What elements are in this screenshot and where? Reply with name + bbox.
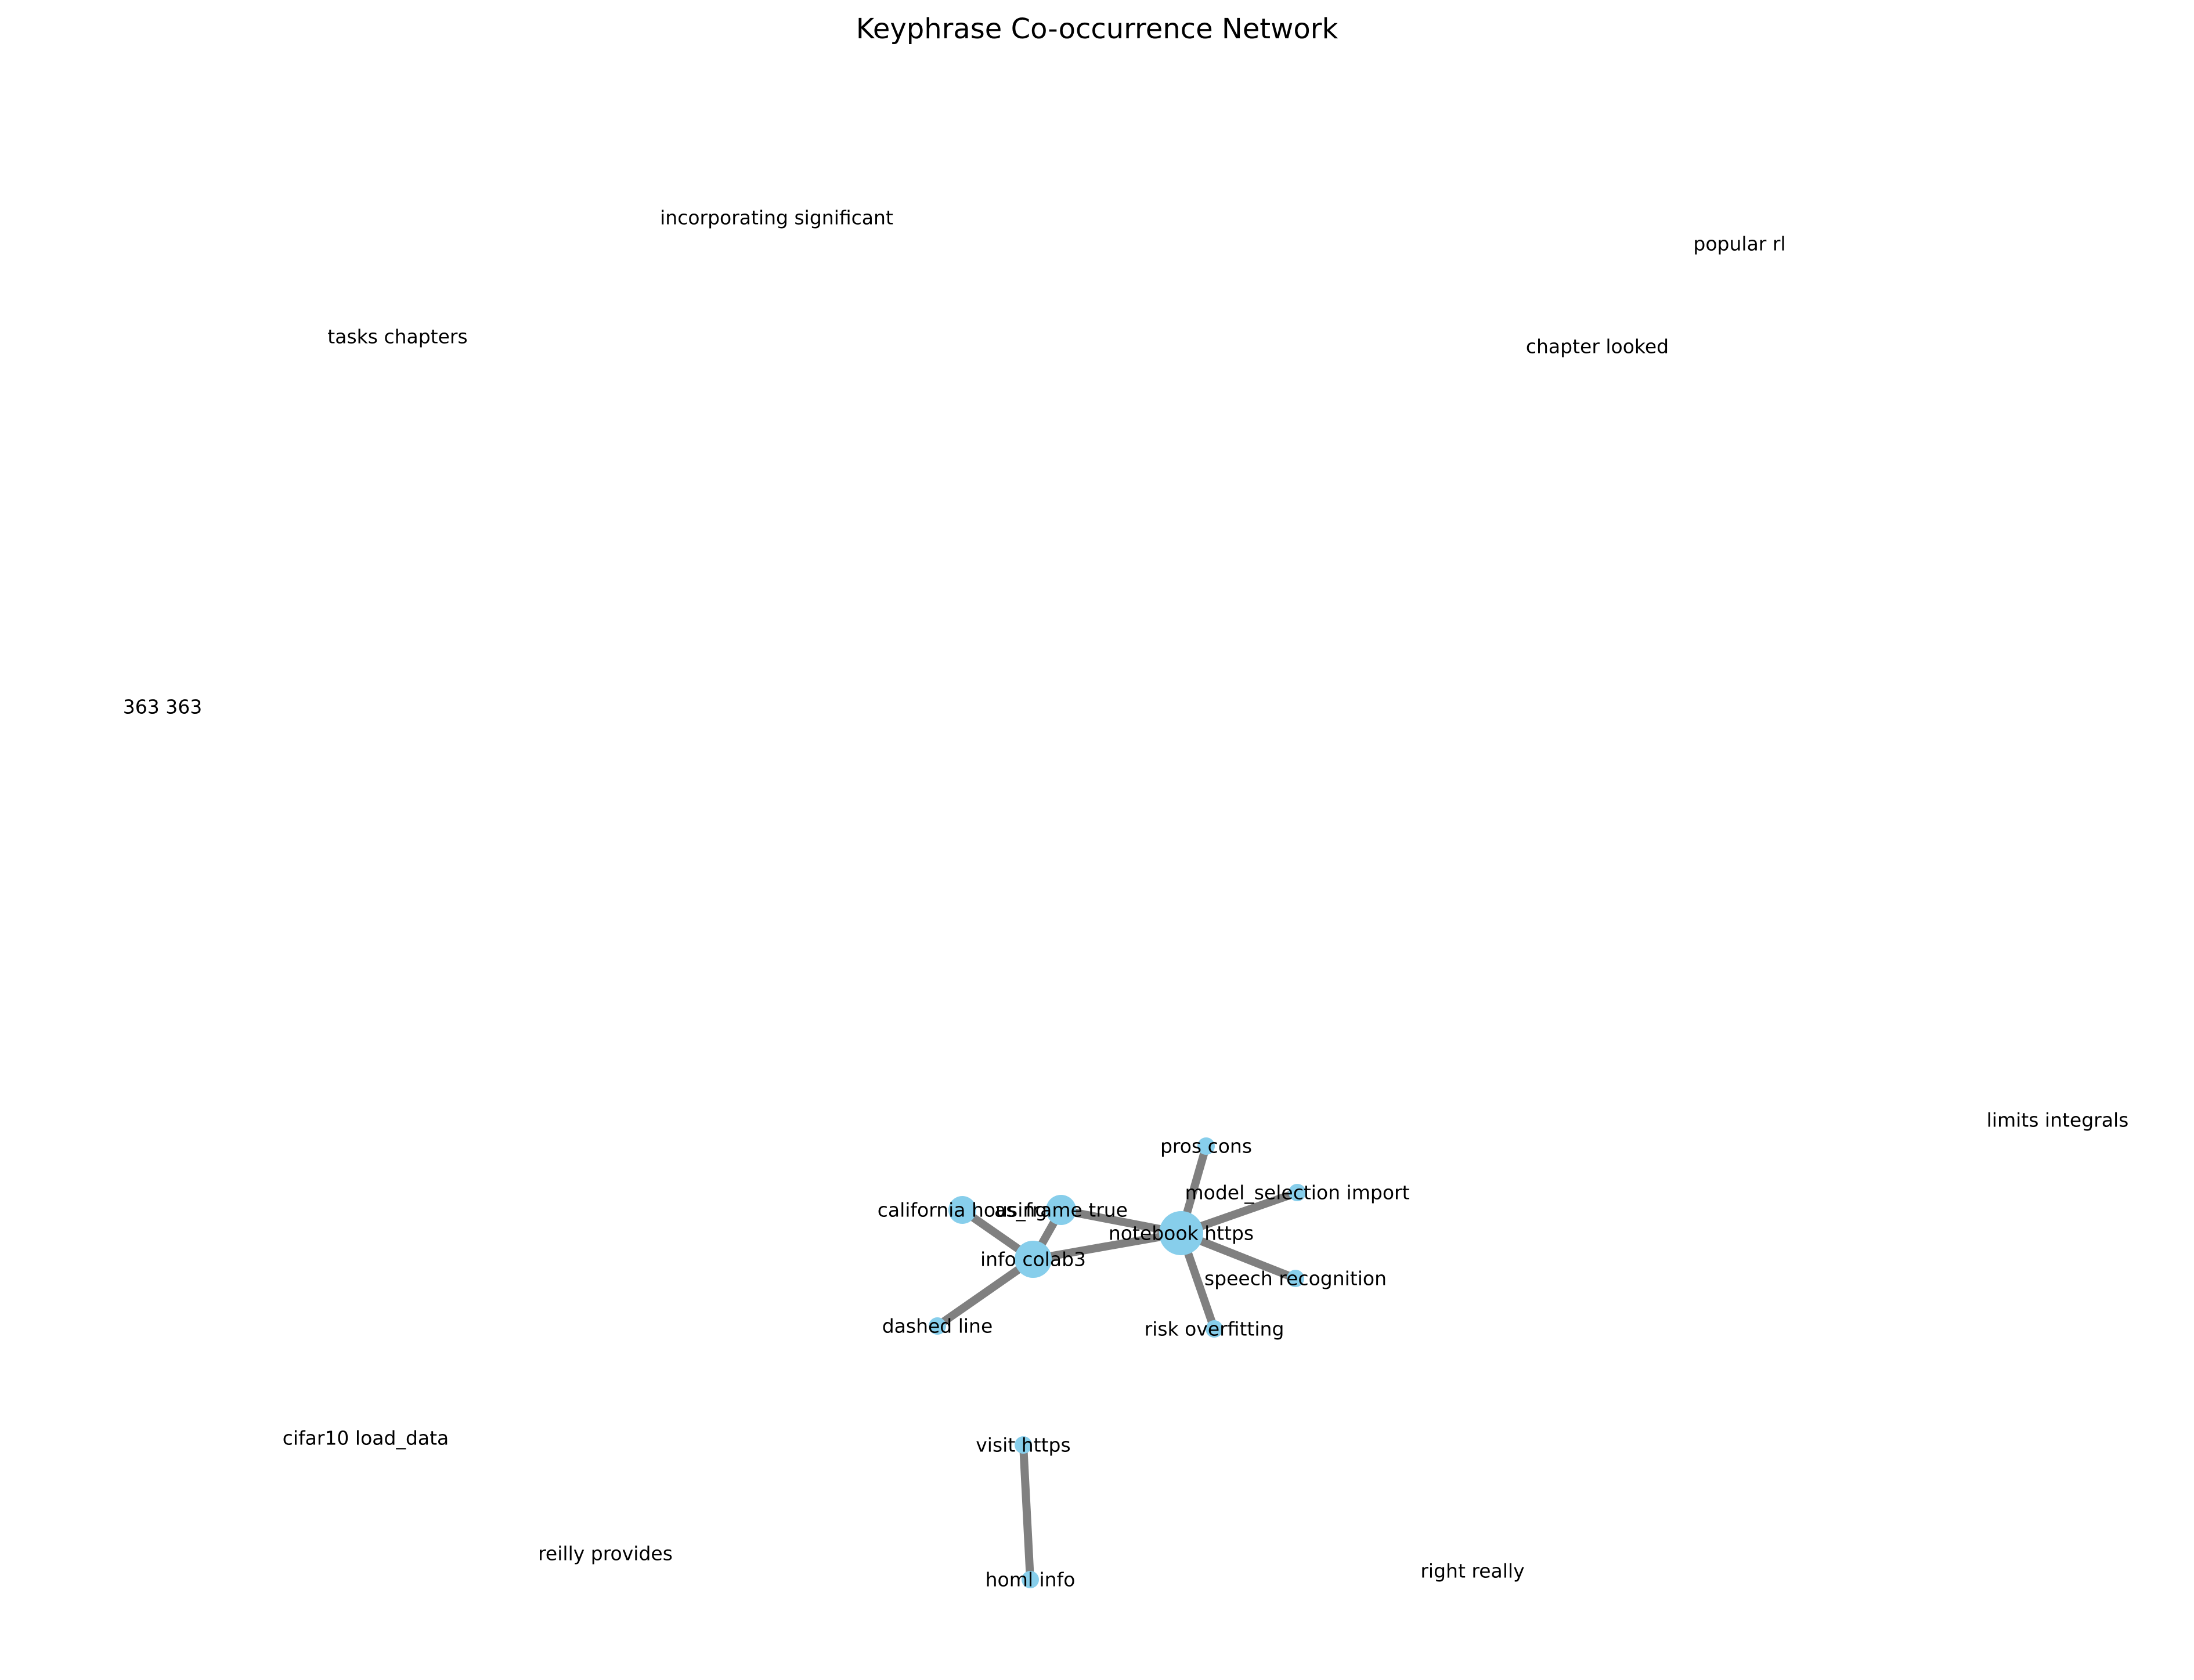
node-label-tasks_chapters: tasks chapters [327,326,467,348]
nodes-layer [929,1137,1306,1588]
node-risk_overfitting [1206,1320,1223,1338]
node-model_selection_import [1289,1184,1306,1201]
node-label-363_363: 363 363 [123,696,202,718]
node-label-popular_rl: popular rl [1693,233,1785,255]
labels-layer: notebook https info colab3 california hous… [123,207,2129,1591]
node-label-model_selection_import: model_selection import [1185,1182,1409,1204]
node-label-california_housing: california housing [878,1199,1048,1222]
node-label-risk_overfitting: risk overfitting [1145,1318,1284,1341]
node-label-incorporating_significant: incorporating significant [660,207,893,229]
diagram-title: Keyphrase Co-occurrence Network [856,13,1338,45]
edge-info_colab3-dashed_line [934,1256,1036,1329]
node-info_colab3 [1015,1241,1052,1278]
node-label-right_really: right really [1420,1560,1524,1583]
edge-notebook_https-info_colab3 [1032,1229,1182,1263]
node-label-limits_integrals: limits integrals [1987,1109,2129,1132]
node-label-as_frame_true: as_frame true [994,1199,1128,1222]
node-visit_https [1015,1436,1032,1454]
node-as_frame_true [1046,1195,1076,1225]
node-label-speech_recognition: speech recognition [1204,1267,1387,1290]
node-label-reilly_provides: reilly provides [538,1542,673,1565]
node-label-info_colab3: info colab3 [980,1248,1086,1271]
node-notebook_https [1159,1211,1203,1255]
node-speech_recognition [1287,1270,1304,1287]
node-label-notebook_https: notebook https [1109,1222,1254,1245]
node-dashed_line [929,1317,946,1335]
node-label-pros_cons: pros cons [1160,1135,1252,1158]
node-label-chapter_looked: chapter looked [1526,335,1669,358]
node-label-cifar10_load_data: cifar10 load_data [283,1427,449,1450]
node-label-visit_https: visit https [976,1434,1070,1457]
node-homl_info [1022,1571,1039,1588]
node-label-dashed_line: dashed line [882,1315,993,1338]
node-california_housing [948,1196,976,1224]
edge-visit_https-homl_info [1019,1444,1034,1580]
node-label-homl_info: homl info [986,1569,1076,1591]
node-pros_cons [1197,1137,1215,1155]
